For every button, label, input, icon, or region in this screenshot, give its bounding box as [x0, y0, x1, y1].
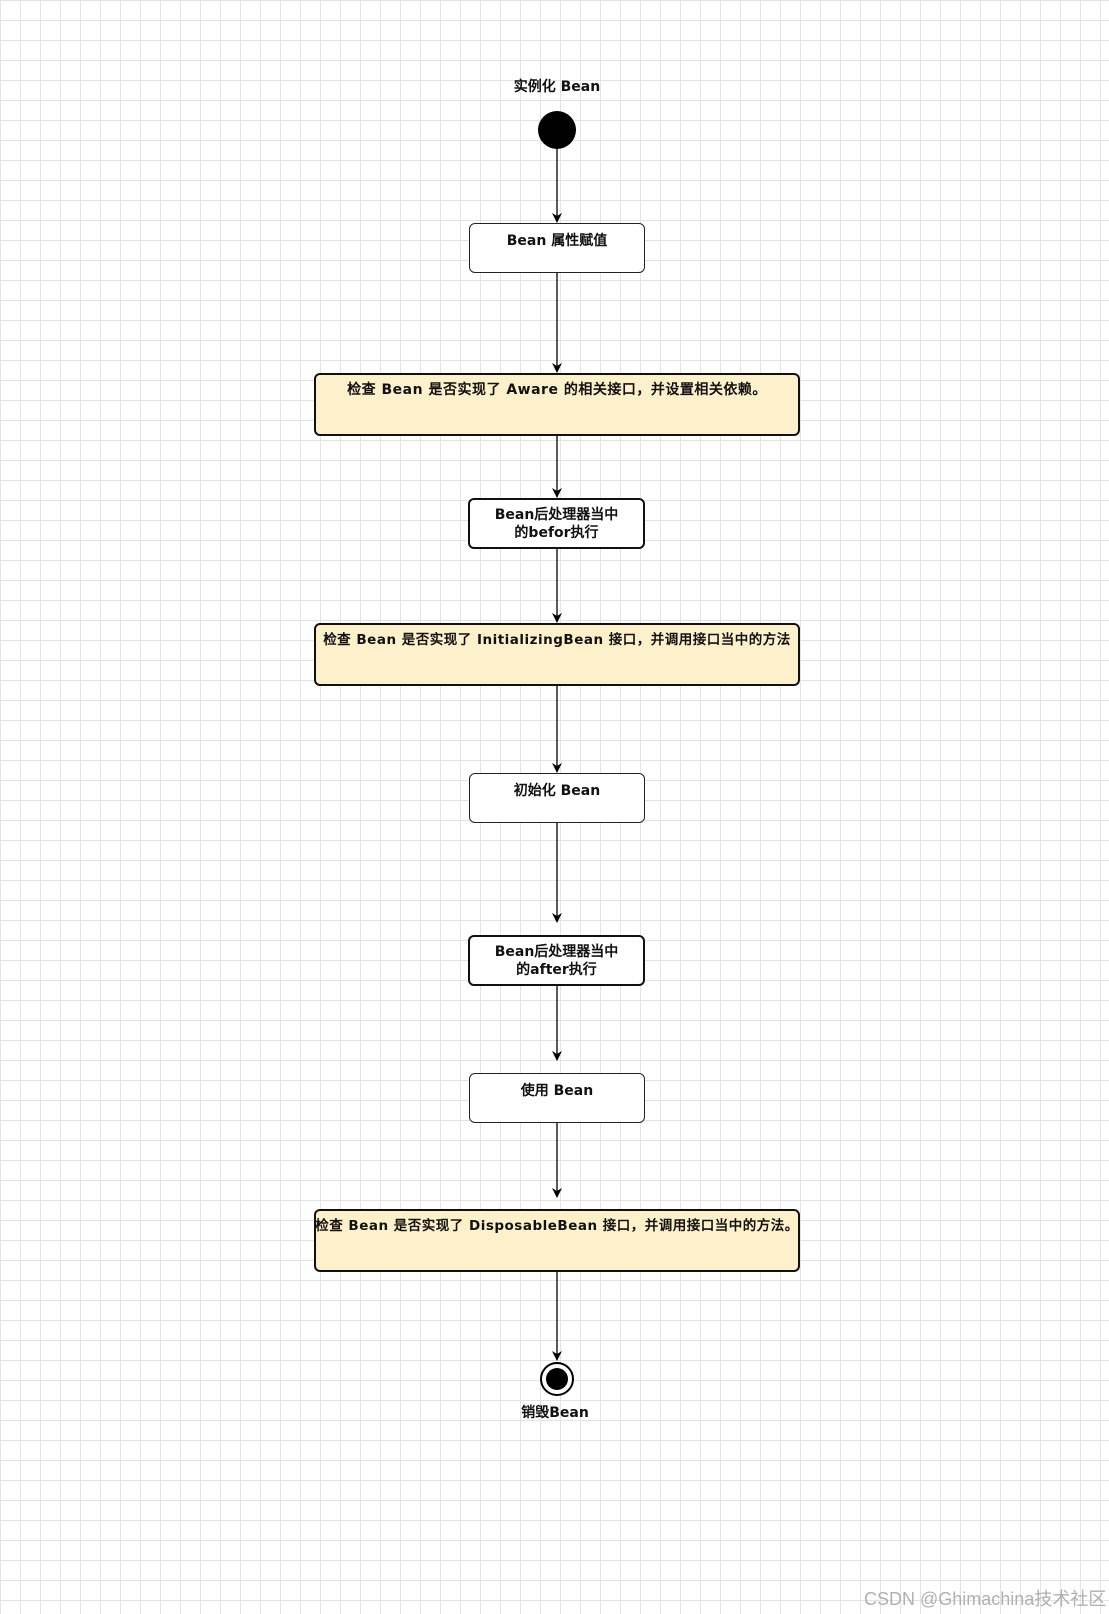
step-label-line2: 的after执行: [516, 962, 597, 978]
step-label: Bean后处理器当中 的befor执行: [495, 506, 619, 542]
step-label-line1: Bean后处理器当中: [494, 507, 619, 523]
step-bean-property-assignment: Bean 属性赋值: [469, 223, 645, 273]
step-label-line2: 的befor执行: [514, 525, 599, 541]
step-label: 检查 Bean 是否实现了 DisposableBean 接口，并调用接口当中的…: [315, 1218, 799, 1234]
initial-node: [538, 111, 576, 149]
step-post-processor-after: Bean后处理器当中 的after执行: [468, 935, 645, 986]
step-label: 使用 Bean: [520, 1083, 594, 1099]
final-node-inner: [546, 1368, 568, 1390]
step-label: 检查 Bean 是否实现了 InitializingBean 接口，并调用接口当…: [323, 632, 791, 648]
step-use-bean: 使用 Bean: [469, 1073, 645, 1123]
step-label: 检查 Bean 是否实现了 Aware 的相关接口，并设置相关依赖。: [347, 382, 767, 398]
step-label: Bean后处理器当中 的after执行: [495, 943, 619, 979]
step-check-disposable-bean: 检查 Bean 是否实现了 DisposableBean 接口，并调用接口当中的…: [314, 1209, 800, 1272]
step-check-initializing-bean: 检查 Bean 是否实现了 InitializingBean 接口，并调用接口当…: [314, 623, 800, 686]
step-label: 初始化 Bean: [513, 783, 601, 799]
step-initialize-bean: 初始化 Bean: [469, 773, 645, 823]
start-label: 实例化 Bean: [513, 79, 601, 95]
step-label: Bean 属性赋值: [506, 233, 608, 249]
step-check-aware: 检查 Bean 是否实现了 Aware 的相关接口，并设置相关依赖。: [314, 373, 800, 436]
end-label: 销毁Bean: [521, 1405, 589, 1421]
step-post-processor-before: Bean后处理器当中 的befor执行: [468, 498, 645, 549]
step-label-line1: Bean后处理器当中: [494, 944, 619, 960]
final-node: [540, 1362, 574, 1396]
watermark: CSDN @Ghimachina技术社区: [864, 1589, 1107, 1609]
